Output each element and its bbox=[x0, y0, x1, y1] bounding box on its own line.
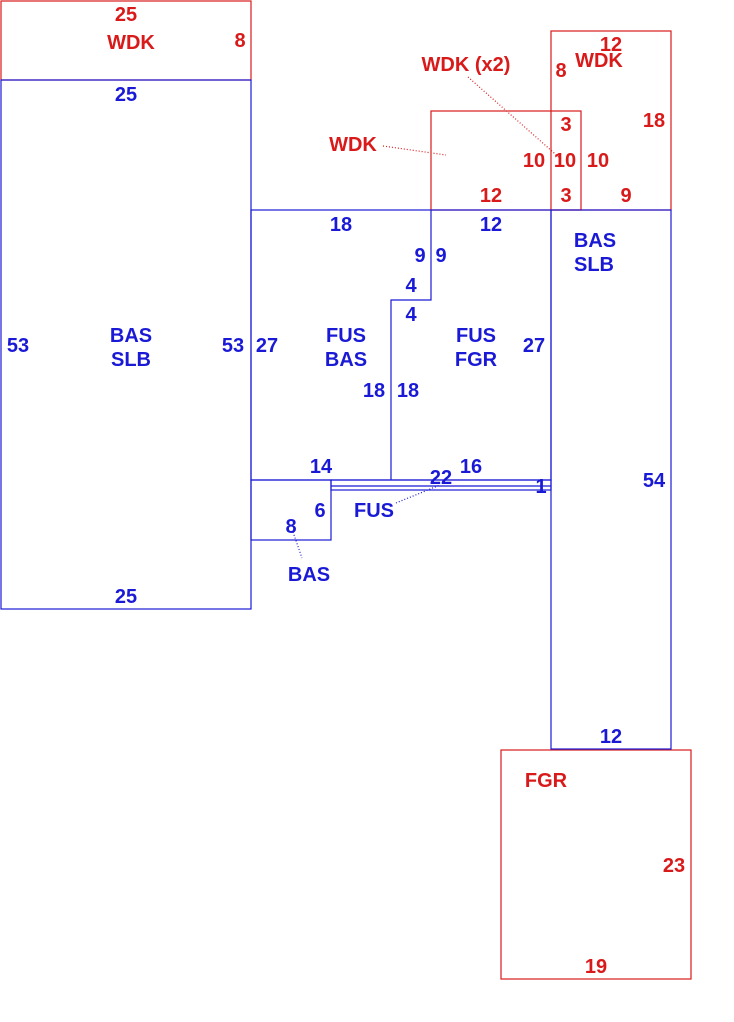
bas-slb-right-name-2: SLB bbox=[574, 254, 614, 276]
bas-slb-left-name-1: BAS bbox=[110, 325, 152, 347]
fus-leader bbox=[395, 484, 441, 504]
fus-fgr-dim-left: 18 bbox=[397, 380, 419, 402]
fus-fgr-dim-bottom: 16 bbox=[460, 456, 482, 478]
wdk-top-left-name: WDK bbox=[107, 32, 155, 54]
bas-slb-right-name-1: BAS bbox=[574, 230, 616, 252]
fus-bas-dim-top: 18 bbox=[330, 214, 352, 236]
wdk-x2-callout: WDK (x2) bbox=[422, 54, 511, 76]
fus-strip-dim-long: 22 bbox=[430, 467, 452, 489]
wdk-mid-leader bbox=[382, 145, 447, 156]
fus-strip-name: FUS bbox=[354, 500, 394, 522]
wdk-mid-dim-bottom: 12 bbox=[480, 185, 502, 207]
fus-bas-dim-left: 27 bbox=[256, 335, 278, 357]
fus-strip-outline bbox=[330, 479, 552, 491]
fus-divider bbox=[390, 210, 432, 480]
fus-fgr-dim-notch-side: 9 bbox=[435, 245, 446, 267]
bas-slb-right-dim-bottom: 12 bbox=[600, 726, 622, 748]
fus-bas-dim-bottom: 14 bbox=[310, 456, 333, 478]
fus-fgr-name-1: FUS bbox=[456, 325, 496, 347]
fus-bas-name-1: FUS bbox=[326, 325, 366, 347]
fus-bas-dim-right: 18 bbox=[363, 380, 385, 402]
bas-slb-left-dim-right: 53 bbox=[222, 335, 244, 357]
bas-slb-left-name-2: SLB bbox=[111, 349, 151, 371]
fgr-outline bbox=[500, 749, 692, 980]
bas-slb-left-dim-left: 53 bbox=[7, 335, 29, 357]
fus-bas-dim-notch-top: 4 bbox=[405, 275, 417, 297]
bas-small-name: BAS bbox=[288, 564, 330, 586]
fus-fgr-name-2: FGR bbox=[455, 349, 498, 371]
fus-bas-name-2: BAS bbox=[325, 349, 367, 371]
fgr-dim-bottom: 19 bbox=[585, 956, 607, 978]
wdk-mid-dim-right: 10 bbox=[587, 150, 609, 172]
fus-fgr-dim-top: 12 bbox=[480, 214, 502, 236]
wdk-mid-dim-left: 10 bbox=[523, 150, 545, 172]
wdk-small-dim-top: 3 bbox=[560, 114, 571, 136]
fus-fgr-dim-right: 27 bbox=[523, 335, 545, 357]
bas-small-outline bbox=[250, 479, 332, 541]
bas-small-dim-right: 6 bbox=[314, 500, 325, 522]
fus-bas-dim-notch-side: 9 bbox=[414, 245, 425, 267]
wdk-right-dim-top: 12 bbox=[600, 34, 622, 56]
wdk-right-dim-right: 18 bbox=[643, 110, 665, 132]
wdk-small-dim-side: 10 bbox=[554, 150, 576, 172]
wdk-right-dim-bottom: 9 bbox=[620, 185, 631, 207]
bas-slb-left-dim-top: 25 bbox=[115, 84, 137, 106]
wdk-right-dim-left: 8 bbox=[555, 60, 566, 82]
wdk-top-left-dim-top: 25 bbox=[115, 4, 137, 26]
fus-strip-dim-short: 1 bbox=[535, 476, 546, 498]
bas-slb-left-dim-bottom: 25 bbox=[115, 586, 137, 608]
wdk-x2-leader bbox=[467, 76, 563, 161]
wdk-right-name: WDK bbox=[575, 50, 623, 72]
wdk-mid-callout: WDK bbox=[329, 134, 377, 156]
fgr-dim-right: 23 bbox=[663, 855, 685, 877]
wdk-small-dim-bottom: 3 bbox=[560, 185, 571, 207]
fus-area-outline bbox=[250, 209, 552, 481]
bas-small-dim-bottom: 8 bbox=[285, 516, 296, 538]
fgr-name: FGR bbox=[525, 770, 568, 792]
living-areas bbox=[0, 79, 672, 750]
fus-fgr-dim-notch-top: 4 bbox=[405, 304, 417, 326]
bas-slb-right-dim-right: 54 bbox=[643, 470, 666, 492]
wdk-top-left-dim-right: 8 bbox=[234, 30, 245, 52]
